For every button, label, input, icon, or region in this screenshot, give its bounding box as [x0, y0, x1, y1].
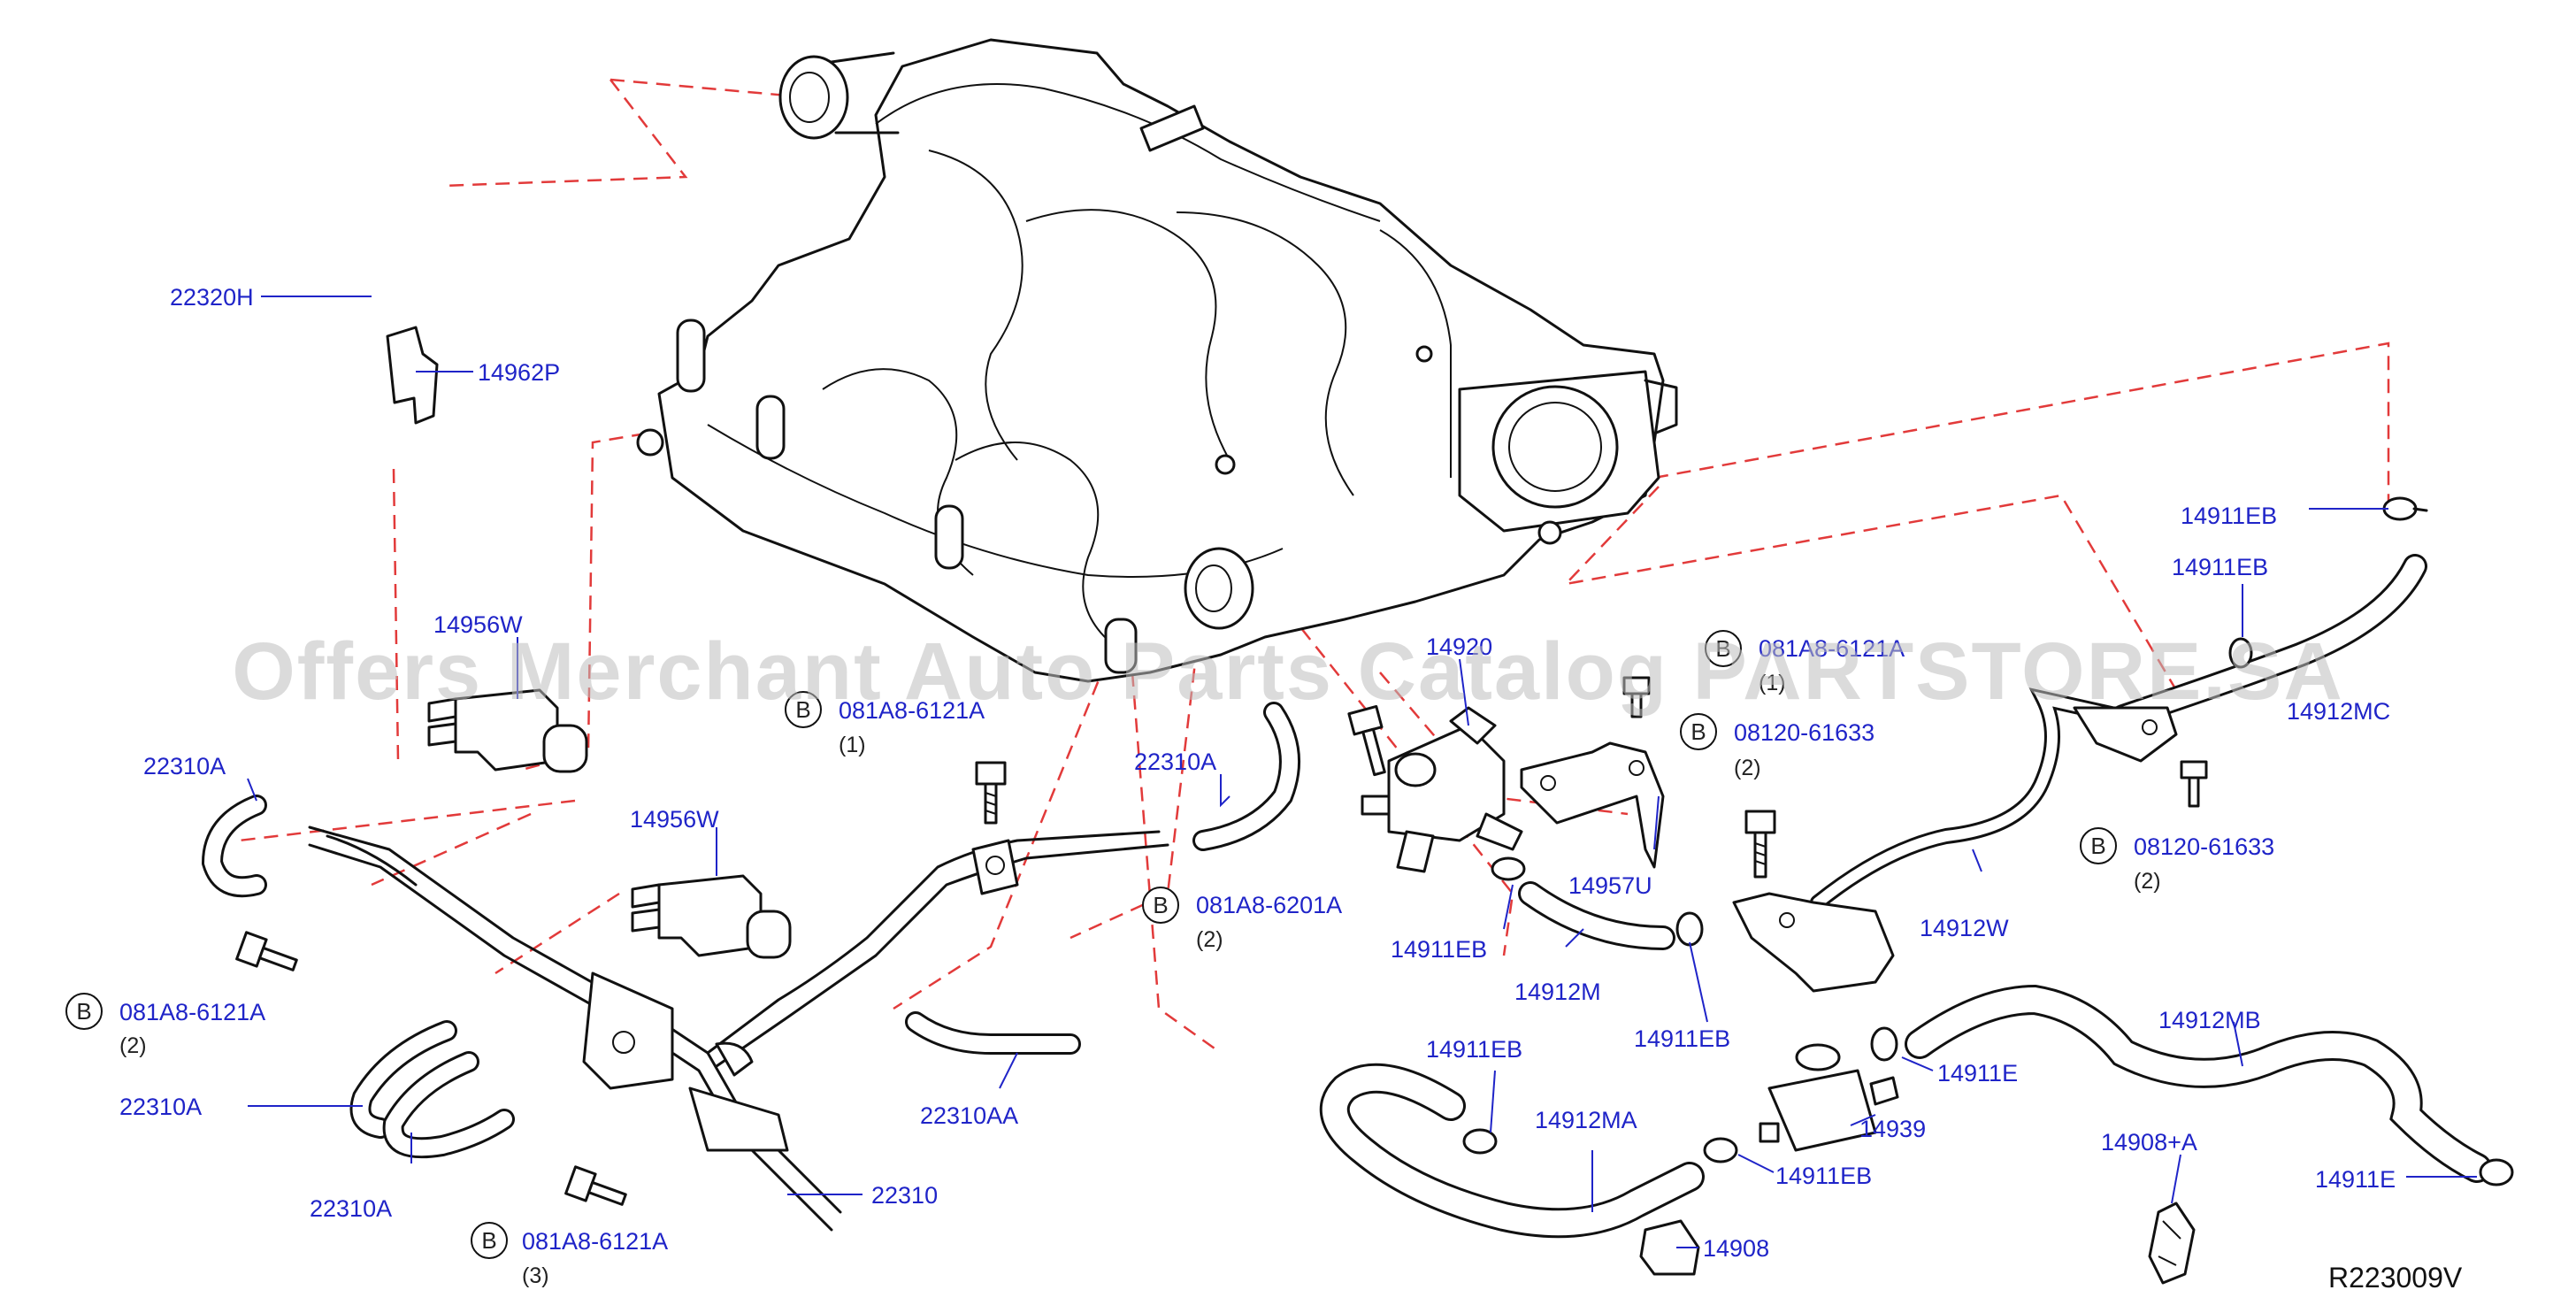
leader-lines: [247, 296, 2477, 1248]
bolt-qty-b6: (2): [1734, 756, 1761, 780]
bolt-marker-b4: B: [1153, 892, 1168, 918]
intake-manifold: [636, 38, 1678, 683]
callout-14912mb: 14912MB: [2158, 1007, 2261, 1033]
bolt-qty-b1: (1): [839, 733, 866, 757]
callout-14908a: 14908+A: [2101, 1129, 2197, 1156]
callout-14911eb-e: 14911EB: [1426, 1036, 1522, 1063]
bolt-labels: 081A8-6121A (1) 081A8-6121A (2) 081A8-61…: [119, 635, 2274, 1288]
callout-14939: 14939: [1859, 1116, 1926, 1142]
clip-14908: [1639, 1219, 1700, 1276]
bolt-label-b5: 081A8-6121A: [1759, 635, 1905, 662]
bolt-markers: B B B B B B B: [65, 630, 2117, 1259]
callout-14911eb-f: 14911EB: [1775, 1163, 1872, 1189]
solenoid-valve-lower: [631, 874, 792, 959]
diagram-reference: R223009V: [2328, 1262, 2463, 1294]
bolt-label-b1: 081A8-6121A: [839, 697, 985, 724]
hose-22320h: [186, 169, 439, 604]
callout-22310aa: 22310AA: [920, 1102, 1018, 1129]
callout-14911e-a: 14911E: [1937, 1060, 2018, 1086]
callout-22310a-mid: 22310A: [1134, 749, 1216, 775]
callout-14911eb-b: 14911EB: [2172, 554, 2268, 580]
callout-14957u: 14957U: [1568, 872, 1652, 899]
callout-14912w: 14912W: [1920, 915, 2009, 941]
callout-22310: 22310: [871, 1182, 938, 1209]
callout-14956w-lower: 14956W: [630, 806, 719, 833]
valve-14939: [1759, 1043, 1899, 1152]
callout-22310a-low: 22310A: [119, 1094, 202, 1120]
callout-labels: 22320H 14962P 14956W 22310A 14956W 22310…: [119, 284, 2396, 1262]
bolt-qty-b2: (2): [119, 1033, 147, 1058]
callout-22310a-bottom: 22310A: [310, 1195, 392, 1222]
bolt-qty-b7: (2): [2134, 869, 2161, 894]
bolt-label-b7: 08120-61633: [2134, 833, 2274, 860]
bolt-marker-b6: B: [1690, 718, 1706, 745]
bolt-marker-b2: B: [76, 998, 91, 1025]
short-hoses: [201, 702, 1300, 1159]
bolt-label-b4: 081A8-6201A: [1196, 892, 1342, 918]
callout-14962p: 14962P: [478, 359, 560, 386]
callout-22320h: 22320H: [170, 284, 254, 311]
purge-valve-14920: [1361, 706, 1523, 873]
callout-14912ma: 14912MA: [1535, 1107, 1637, 1133]
bolt-label-b2: 081A8-6121A: [119, 999, 265, 1025]
bolt-marker-b3: B: [481, 1227, 496, 1254]
watermark: Offers Merchant Auto Parts Catalog PARTS…: [232, 626, 2344, 717]
vacuum-pipe-assembly: [308, 825, 1169, 1232]
callout-14912m: 14912M: [1514, 979, 1601, 1005]
callout-14911e-b: 14911E: [2315, 1166, 2396, 1193]
hoses-14912: [1319, 554, 2492, 1239]
bolts: [235, 676, 2208, 1206]
callout-14908: 14908: [1703, 1235, 1769, 1262]
bolt-marker-b1: B: [795, 696, 810, 723]
bolt-marker-b7: B: [2090, 833, 2105, 859]
callout-14911eb-c: 14911EB: [1391, 936, 1487, 963]
bolt-qty-b3: (3): [522, 1263, 549, 1288]
solenoid-valve-upper: [427, 688, 588, 773]
callout-14911eb-d: 14911EB: [1634, 1025, 1730, 1052]
clip-14908a: [2148, 1202, 2196, 1285]
bolt-qty-b4: (2): [1196, 927, 1223, 952]
callout-14911eb-a: 14911EB: [2181, 503, 2277, 529]
bolt-qty-b5: (1): [1759, 671, 1786, 695]
bracket-14957u: [1520, 741, 1665, 869]
bolt-marker-b5: B: [1715, 635, 1730, 662]
callout-14956w-upper: 14956W: [433, 611, 523, 638]
callout-22310a-left: 22310A: [143, 753, 226, 779]
callout-14920: 14920: [1426, 633, 1492, 660]
bolt-label-b3: 081A8-6121A: [522, 1228, 668, 1255]
bolt-label-b6: 08120-61633: [1734, 719, 1874, 746]
callout-14912mc: 14912MC: [2287, 698, 2390, 725]
